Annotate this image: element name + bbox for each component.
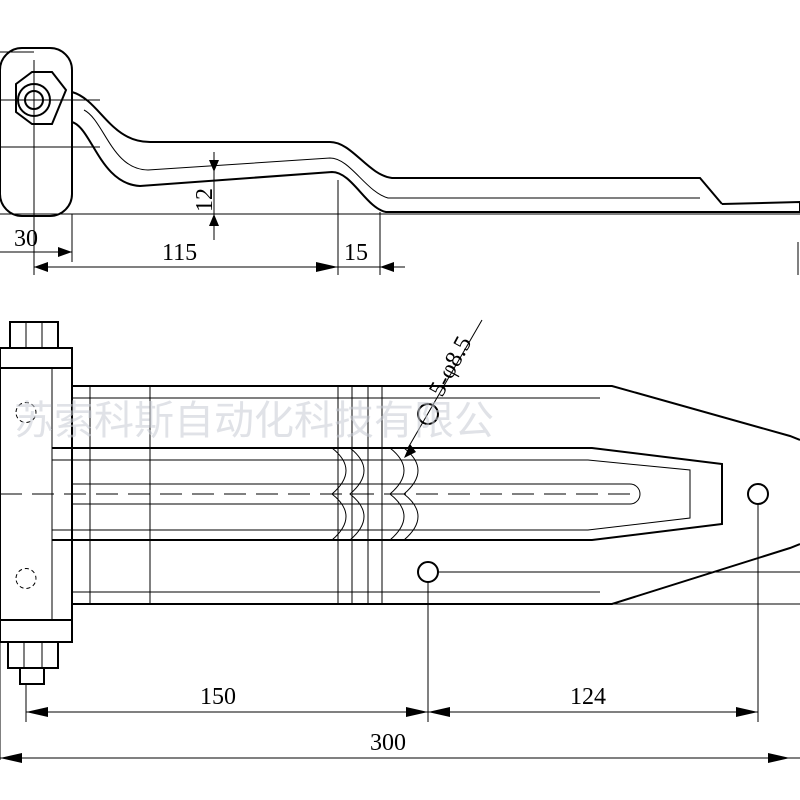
arrow-icon xyxy=(209,160,219,172)
arrow-icon xyxy=(404,444,416,458)
side-leaf-inner-edge xyxy=(83,109,700,199)
mount-hole xyxy=(417,403,439,425)
side-view: 12 30 115 15 xyxy=(0,47,800,275)
arrow-icon xyxy=(316,262,338,272)
rib-inner xyxy=(52,459,691,531)
dim-plan-total: 300 xyxy=(370,730,406,756)
dim-plan-spacing-1: 150 xyxy=(200,684,236,710)
side-leaf-top-edge xyxy=(71,91,723,205)
dim-plan-spacing-2: 124 xyxy=(570,684,606,710)
dim-side-thickness: 12 xyxy=(192,188,218,212)
mount-hole xyxy=(747,483,769,505)
dim-side-bend-length: 115 xyxy=(162,240,197,266)
arrow-icon xyxy=(736,707,758,717)
arrow-icon xyxy=(428,707,450,717)
dim-side-offset: 30 xyxy=(14,226,38,252)
bolt-shank xyxy=(19,667,45,685)
top-bolt-washer xyxy=(0,347,73,369)
arrow-icon xyxy=(380,262,394,272)
top-bolt-head xyxy=(9,321,59,349)
arrow-icon xyxy=(0,753,22,763)
arrow-icon xyxy=(34,262,48,272)
arrow-icon xyxy=(58,247,72,257)
side-knuckle xyxy=(0,47,73,217)
hole-leader xyxy=(407,319,483,449)
mount-hole xyxy=(417,561,439,583)
watermark-text: 苏索科斯自动化科技有限公 xyxy=(14,398,494,444)
rib-outline xyxy=(52,447,723,541)
rib-bend-curve xyxy=(331,447,347,541)
arrow-icon xyxy=(406,707,428,717)
plan-view: 5-φ8.5 150 124 300 xyxy=(0,319,800,763)
rib-bend-curve xyxy=(403,447,419,541)
bottom-bolt-head xyxy=(7,641,59,669)
side-leaf-bottom-edge xyxy=(71,121,800,213)
arrow-icon xyxy=(209,214,219,226)
rib-groove xyxy=(72,483,641,505)
hidden-hole xyxy=(15,402,37,423)
arrow-icon xyxy=(26,707,48,717)
dim-hole-spec: 5-φ8.5 xyxy=(424,332,477,401)
plan-plate-outline xyxy=(72,385,800,605)
hex-nut-icon xyxy=(15,71,68,125)
rib-bend-curve xyxy=(389,447,405,541)
rib-bend-curve xyxy=(349,447,365,541)
arrow-icon xyxy=(768,753,790,763)
bottom-bolt-washer xyxy=(0,619,73,643)
dim-side-step: 15 xyxy=(344,240,368,266)
hidden-hole xyxy=(15,568,37,589)
